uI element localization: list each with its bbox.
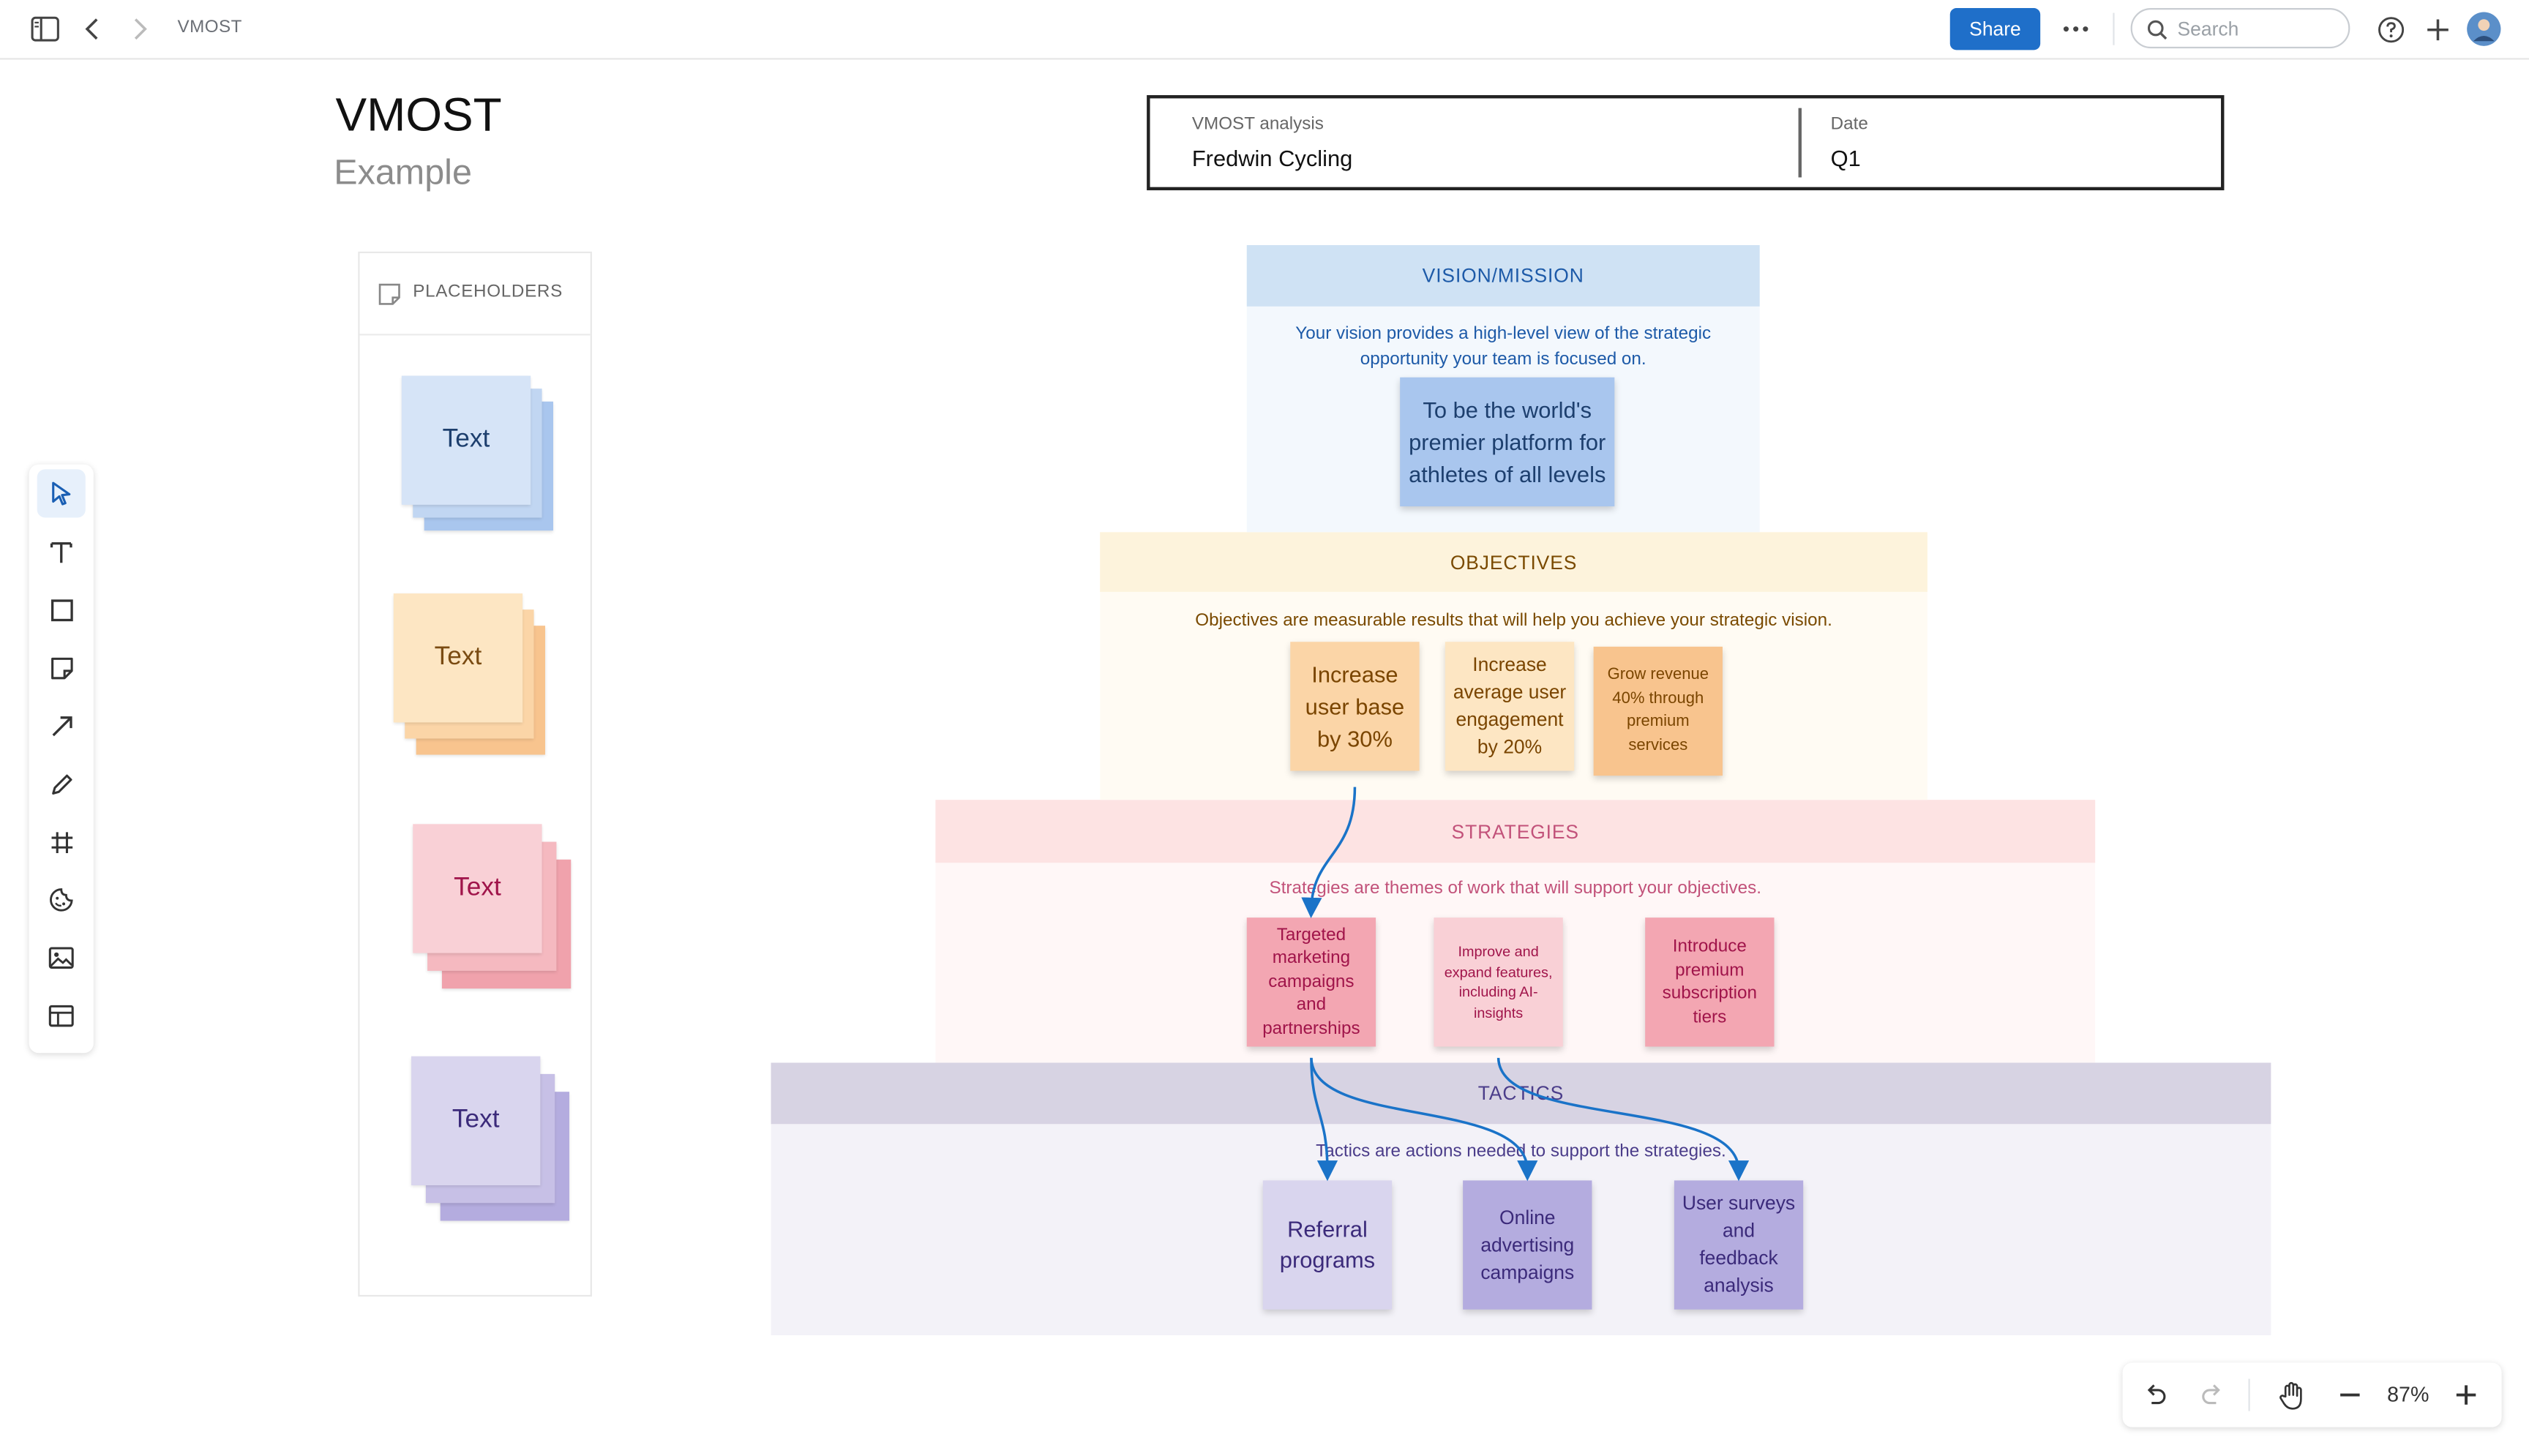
zoom-in-icon[interactable] [2450,1379,2482,1411]
placeholder-text: Text [393,593,523,723]
strategy-note-marketing[interactable]: Targeted marketing campaigns and partner… [1246,917,1376,1047]
placeholder-stack-blue[interactable]: Text [401,375,554,531]
more-options-icon[interactable] [2058,13,2093,45]
placeholders-panel: PLACEHOLDERS Text Text Text Text [358,251,592,1297]
connector-arrow-tool-icon[interactable] [37,702,86,750]
search-icon [2145,18,2168,40]
stamp-tool-icon[interactable] [37,876,86,924]
vision-label: VISION/MISSION [1246,245,1760,307]
objectives-label: OBJECTIVES [1100,532,1927,592]
placeholder-text: Text [401,375,531,505]
back-arrow-icon[interactable] [78,13,107,45]
template-tool-icon[interactable] [37,992,86,1040]
analysis-header-box[interactable]: VMOST analysis Fredwin Cycling Date Q1 [1147,95,2225,191]
board-title[interactable]: VMOST [335,90,502,142]
vision-note[interactable]: To be the world's premier platform for a… [1400,377,1615,507]
zoom-out-icon[interactable] [2334,1379,2366,1411]
forward-arrow-icon[interactable] [126,13,155,45]
tactic-note-surveys[interactable]: User surveys and feedback analysis [1674,1180,1804,1310]
add-icon[interactable] [2421,13,2453,45]
avatar[interactable] [2466,11,2501,46]
sticky-note-tool-icon[interactable] [37,643,86,691]
analysis-value[interactable]: Fredwin Cycling [1191,145,1353,171]
objective-note-revenue[interactable]: Grow revenue 40% through premium service… [1593,646,1723,776]
shape-tool-icon[interactable] [37,585,86,634]
objective-note-engagement[interactable]: Increase average user engagement by 20% [1445,642,1575,771]
search-field[interactable] [2130,8,2350,49]
date-value[interactable]: Q1 [1830,145,1861,171]
objective-note-user-base[interactable]: Increase user base by 30% [1290,642,1420,771]
strategies-section[interactable]: STRATEGIES Strategies are themes of work… [935,800,2096,1063]
strategy-note-premium[interactable]: Introduce premium subscription tiers [1645,917,1775,1047]
date-label: Date [1830,114,1868,134]
tactic-note-referral[interactable]: Referral programs [1262,1180,1393,1310]
pen-tool-icon[interactable] [37,759,86,808]
frame-tool-icon[interactable] [37,817,86,866]
placeholders-label: PLACEHOLDERS [413,282,563,302]
hand-pan-icon[interactable] [2274,1377,2309,1412]
tactic-note-advertising[interactable]: Online advertising campaigns [1463,1180,1592,1310]
vision-section[interactable]: VISION/MISSION Your vision provides a hi… [1246,245,1760,533]
strategies-description: Strategies are themes of work that will … [1269,879,1761,898]
strategies-label: STRATEGIES [935,800,2096,863]
board-subtitle[interactable]: Example [334,151,472,192]
search-input[interactable] [2174,16,2342,42]
placeholder-stack-orange[interactable]: Text [393,593,545,755]
placeholders-header: PLACEHOLDERS [359,253,591,336]
redo-icon[interactable] [2197,1379,2229,1411]
strategy-note-features[interactable]: Improve and expand features, including A… [1434,917,1563,1047]
help-icon[interactable] [2374,13,2406,45]
image-tool-icon[interactable] [37,934,86,982]
breadcrumb[interactable]: VMOST [177,18,242,37]
share-button[interactable]: Share [1949,8,2041,50]
objectives-section[interactable]: OBJECTIVES Objectives are measurable res… [1100,532,1927,800]
sticky-note-icon [376,281,402,307]
top-bar: VMOST Share [0,0,2529,60]
placeholder-stack-pink[interactable]: Text [413,824,572,989]
bottom-toolbar: 87% [2122,1362,2502,1427]
sidebar-toggle-icon[interactable] [29,13,61,45]
placeholder-text: Text [413,824,542,953]
placeholder-text: Text [411,1056,541,1186]
placeholder-stack-purple[interactable]: Text [411,1056,570,1221]
tactics-label: TACTICS [771,1062,2271,1125]
tactics-section[interactable]: TACTICS Tactics are actions needed to su… [771,1062,2271,1335]
undo-icon[interactable] [2139,1379,2171,1411]
tactics-description: Tactics are actions needed to support th… [1316,1141,1726,1161]
select-tool-icon[interactable] [37,469,86,518]
zoom-level[interactable]: 87% [2387,1381,2429,1406]
text-tool-icon[interactable] [37,528,86,576]
objectives-description: Objectives are measurable results that w… [1195,611,1832,631]
vision-description: Your vision provides a high-level view o… [1295,324,1712,369]
analysis-label: VMOST analysis [1191,114,1324,134]
tool-rail [29,464,94,1054]
